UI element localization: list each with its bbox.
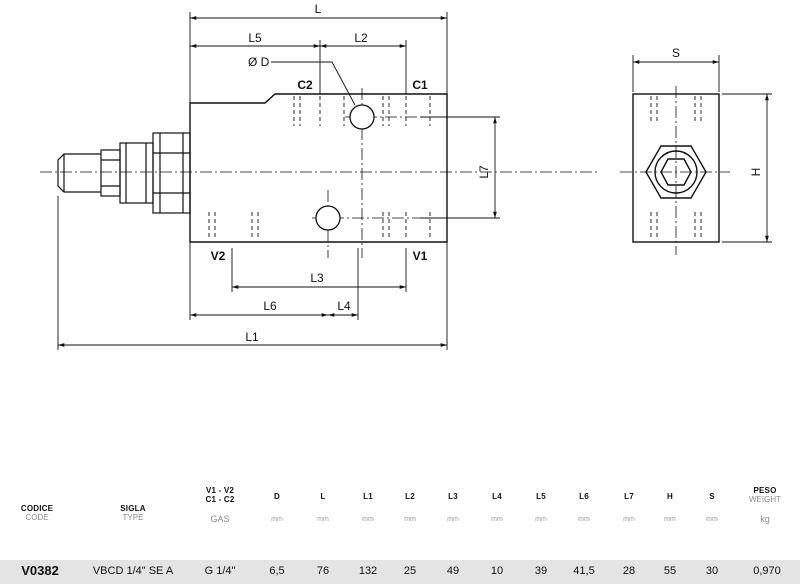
dim-label-H: H <box>749 168 763 177</box>
dim-label-L4: L4 <box>337 299 351 313</box>
header-L2: L2 <box>405 492 415 501</box>
col-header-ports: V1 - V2 C1 - C2 <box>206 486 235 504</box>
cell-L2: 25 <box>403 565 417 577</box>
header-peso: PESO <box>753 486 777 495</box>
cell-L3: 49 <box>446 565 460 577</box>
header-L6: L6 <box>579 492 589 501</box>
port-label-V1: V1 <box>413 249 428 263</box>
header-S: S <box>709 492 715 501</box>
col-header-weight: PESO WEIGHT <box>749 486 781 504</box>
header-D: D <box>274 492 280 501</box>
header-L1: L1 <box>363 492 373 501</box>
unit-D: mm <box>271 516 283 523</box>
cell-L5: 39 <box>534 565 548 577</box>
header-ports-c: C1 - C2 <box>205 495 235 504</box>
cell-L4: 10 <box>490 565 504 577</box>
unit-L: mm <box>317 516 329 523</box>
unit-weight: kg <box>760 514 770 524</box>
unit-L2: mm <box>404 516 416 523</box>
header-L7: L7 <box>624 492 634 501</box>
table-header-row: CODICE CODE SIGLA TYPE V1 - V2 C1 - C2 D… <box>0 480 800 528</box>
cell-L7: 28 <box>622 565 636 577</box>
cell-D: 6,5 <box>269 565 285 577</box>
spec-table: CODICE CODE SIGLA TYPE V1 - V2 C1 - C2 D… <box>0 480 800 584</box>
table-row: V0382 VBCD 1/4" SE A G 1/4" 6,5 76 132 2… <box>0 560 800 584</box>
dim-label-S: S <box>672 46 680 60</box>
unit-L7: mm <box>623 516 635 523</box>
end-view-hidden-lines <box>650 96 702 240</box>
header-L4: L4 <box>492 492 502 501</box>
table-units-row: GAS mm mm mm mm mm mm mm mm mm mm mm kg <box>0 514 800 530</box>
cell-S: 30 <box>705 565 719 577</box>
header-weight: WEIGHT <box>749 495 781 504</box>
col-header-code: CODICE CODE <box>21 504 53 522</box>
port-label-V2: V2 <box>211 249 226 263</box>
unit-L5: mm <box>535 516 547 523</box>
unit-H: mm <box>664 516 676 523</box>
dim-label-L7: L7 <box>477 165 491 179</box>
unit-gas: GAS <box>210 514 230 524</box>
header-L3: L3 <box>448 492 458 501</box>
cell-gas: G 1/4" <box>204 565 236 577</box>
unit-L6: mm <box>578 516 590 523</box>
dim-label-L1: L1 <box>245 330 259 344</box>
dim-label-L5: L5 <box>248 31 262 45</box>
port-label-C1: C1 <box>412 78 428 92</box>
header-codice: CODICE <box>20 504 54 513</box>
cartridge-side-view <box>57 132 191 214</box>
port-holes <box>315 104 375 231</box>
dim-label-D: Ø D <box>248 55 270 69</box>
header-ports-v: V1 - V2 <box>205 486 235 495</box>
hidden-bores <box>208 96 431 240</box>
unit-L3: mm <box>447 516 459 523</box>
col-header-type: SIGLA TYPE <box>120 504 145 522</box>
cell-weight: 0,970 <box>753 565 781 577</box>
header-L5: L5 <box>536 492 546 501</box>
dimension-lines <box>57 12 772 350</box>
dim-label-L: L <box>315 2 322 16</box>
cell-type: VBCD 1/4" SE A <box>92 565 174 577</box>
unit-S: mm <box>706 516 718 523</box>
header-code: CODE <box>25 513 49 522</box>
center-lines <box>40 86 730 258</box>
dim-label-L6: L6 <box>263 299 277 313</box>
cell-L1: 132 <box>358 565 378 577</box>
header-sigla: SIGLA <box>120 504 146 513</box>
technical-drawing: L L5 L2 Ø D C2 C1 L7 V2 V1 L3 L6 L4 L1 S… <box>40 2 772 350</box>
cell-H: 55 <box>663 565 677 577</box>
cell-L6: 41,5 <box>573 565 595 577</box>
port-label-C2: C2 <box>297 78 313 92</box>
cell-L: 76 <box>316 565 330 577</box>
dim-label-L3: L3 <box>310 271 324 285</box>
unit-L4: mm <box>491 516 503 523</box>
header-L: L <box>320 492 326 501</box>
header-type: TYPE <box>122 513 144 522</box>
header-H: H <box>667 492 673 501</box>
unit-L1: mm <box>362 516 374 523</box>
dim-label-L2: L2 <box>354 31 368 45</box>
valve-body-end-view <box>632 93 720 243</box>
cell-code: V0382 <box>21 563 59 578</box>
